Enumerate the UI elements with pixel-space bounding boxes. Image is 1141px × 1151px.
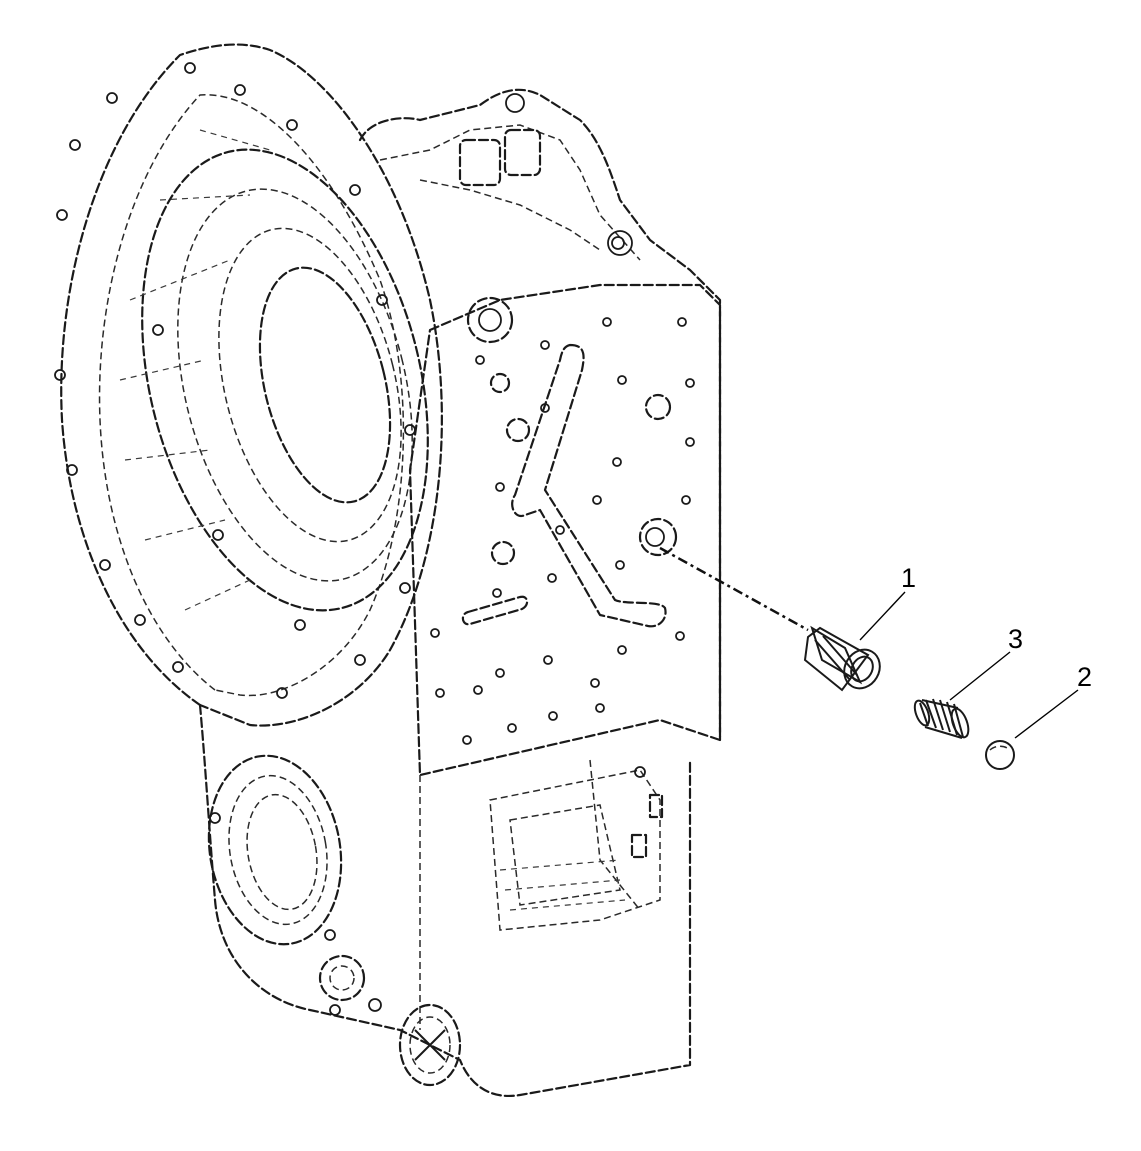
ball-part [985,740,1015,770]
leader-line-1 [859,591,906,641]
leader-line-3 [949,651,1011,701]
sleeve-part [803,625,881,692]
assembly-axis [659,546,809,632]
callout-1: 1 [901,563,916,593]
transmission-housing [54,43,722,1098]
leader-line-2 [1014,689,1079,739]
spring-part [913,698,970,739]
callout-2: 2 [1077,662,1092,692]
callout-3: 3 [1008,624,1023,654]
